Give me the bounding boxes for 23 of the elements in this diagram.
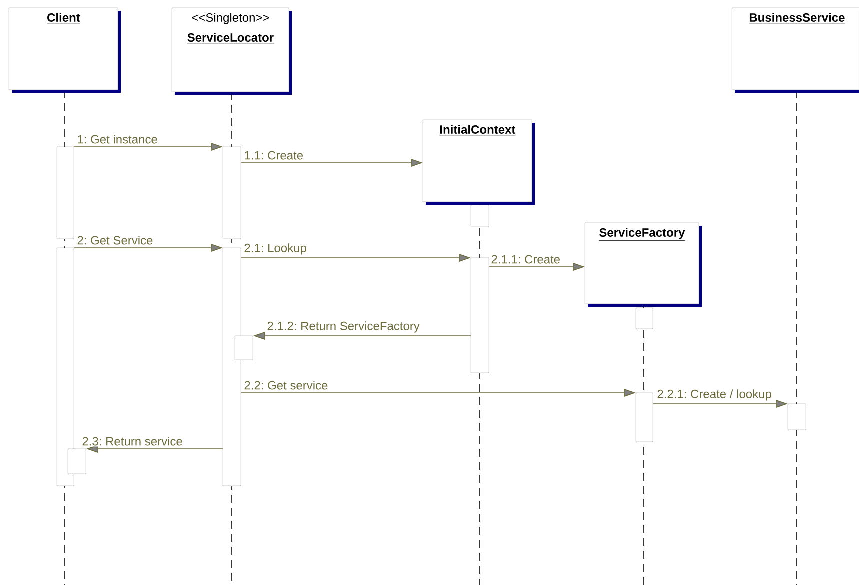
object-box: ServiceFactory [585, 223, 702, 307]
object-box: InitialContext [423, 120, 535, 205]
activation-bar [57, 147, 74, 240]
edge-label: 2.2: Get service [243, 380, 330, 391]
edge-label: 2.1: Lookup [243, 242, 308, 256]
object-box: BusinessService [732, 8, 859, 93]
edge-label: 2.2.1: Create / lookup [656, 388, 773, 402]
activation-bar [223, 147, 242, 240]
edge-label: 2.1.2: Return ServiceFactory [266, 320, 421, 334]
activation-bar [471, 258, 490, 374]
edge-label: 1: Get instance [76, 134, 159, 145]
activation-bar [788, 404, 806, 430]
activation-bar [636, 308, 654, 330]
edge-label: 2.3: Return service [81, 436, 184, 447]
object-box: Client [9, 8, 121, 93]
activation-bar [235, 336, 254, 360]
object-box: <<Singleton>> ServiceLocator [172, 8, 292, 95]
edge-label: 1.1: Create [243, 150, 305, 161]
activation-bar [471, 205, 490, 228]
activation-bar [68, 449, 86, 474]
edge-label: 2.1.1: Create [490, 254, 562, 265]
edge-label: 2: Get Service [76, 234, 154, 246]
activation-bar [636, 393, 654, 442]
